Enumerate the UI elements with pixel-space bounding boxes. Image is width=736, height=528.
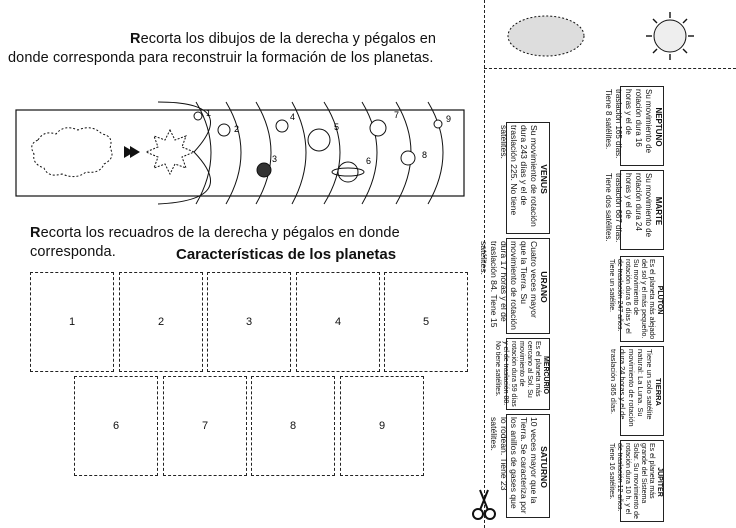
cut-line-vertical (484, 0, 485, 528)
planet-mercury (193, 111, 203, 121)
drop-cap: R (30, 225, 41, 241)
section-title: Características de los planetas (176, 246, 397, 263)
paste-box-9: 9 (340, 376, 424, 476)
cutout-images (507, 12, 694, 60)
diagram-frame (15, 109, 465, 197)
drop-cap: R (130, 31, 141, 47)
planet-saturn (337, 161, 359, 183)
cloud-outline (31, 127, 113, 178)
paste-box-6: 6 (74, 376, 158, 476)
instruction-2: Recorta los recuadros de la derecha y pé… (30, 224, 470, 262)
sun-outline (144, 128, 196, 176)
planet-venus (217, 123, 231, 137)
paste-box-2: 2 (119, 272, 203, 372)
planet-mars (275, 119, 289, 133)
paste-box-7: 7 (163, 376, 247, 476)
planet-neptune (400, 150, 416, 166)
planet-pluto (433, 119, 443, 129)
planet-uranus (369, 119, 387, 137)
instruction-1: Recorta los dibujos de la derecha y péga… (8, 30, 468, 68)
cut-line-horizontal (484, 68, 736, 69)
orbit-number-1: 1 (206, 108, 211, 118)
sun-icon (653, 19, 687, 53)
orbit-number-9: 9 (446, 114, 451, 124)
instruction-text: donde corresponda para reconstruir la fo… (8, 50, 434, 66)
scissors-icon (472, 489, 496, 520)
paste-box-8: 8 (251, 376, 335, 476)
orbit-number-8: 8 (422, 150, 427, 160)
paste-box-5: 5 (384, 272, 468, 372)
arrow-icon (124, 146, 134, 158)
orbit-number-4: 4 (290, 112, 295, 122)
solar-system-diagram: 1 2 3 4 5 6 7 8 9 (15, 101, 465, 205)
paste-box-4: 4 (296, 272, 380, 372)
orbit-number-6: 6 (366, 156, 371, 166)
orbit-number-5: 5 (334, 122, 339, 132)
instruction-text: corresponda. (30, 244, 116, 260)
cloud-icon (507, 15, 585, 57)
instruction-text: ecorta los dibujos de la derecha y pégal… (140, 31, 437, 47)
orbit-number-3: 3 (272, 154, 277, 164)
paste-box-1: 1 (30, 272, 114, 372)
planet-earth (256, 162, 272, 178)
orbit-number-2: 2 (234, 124, 239, 134)
planet-jupiter (307, 128, 331, 152)
instruction-text: ecorta los recuadros de la derecha y pég… (40, 225, 400, 241)
orbit-number-7: 7 (394, 110, 399, 120)
paste-box-3: 3 (207, 272, 291, 372)
